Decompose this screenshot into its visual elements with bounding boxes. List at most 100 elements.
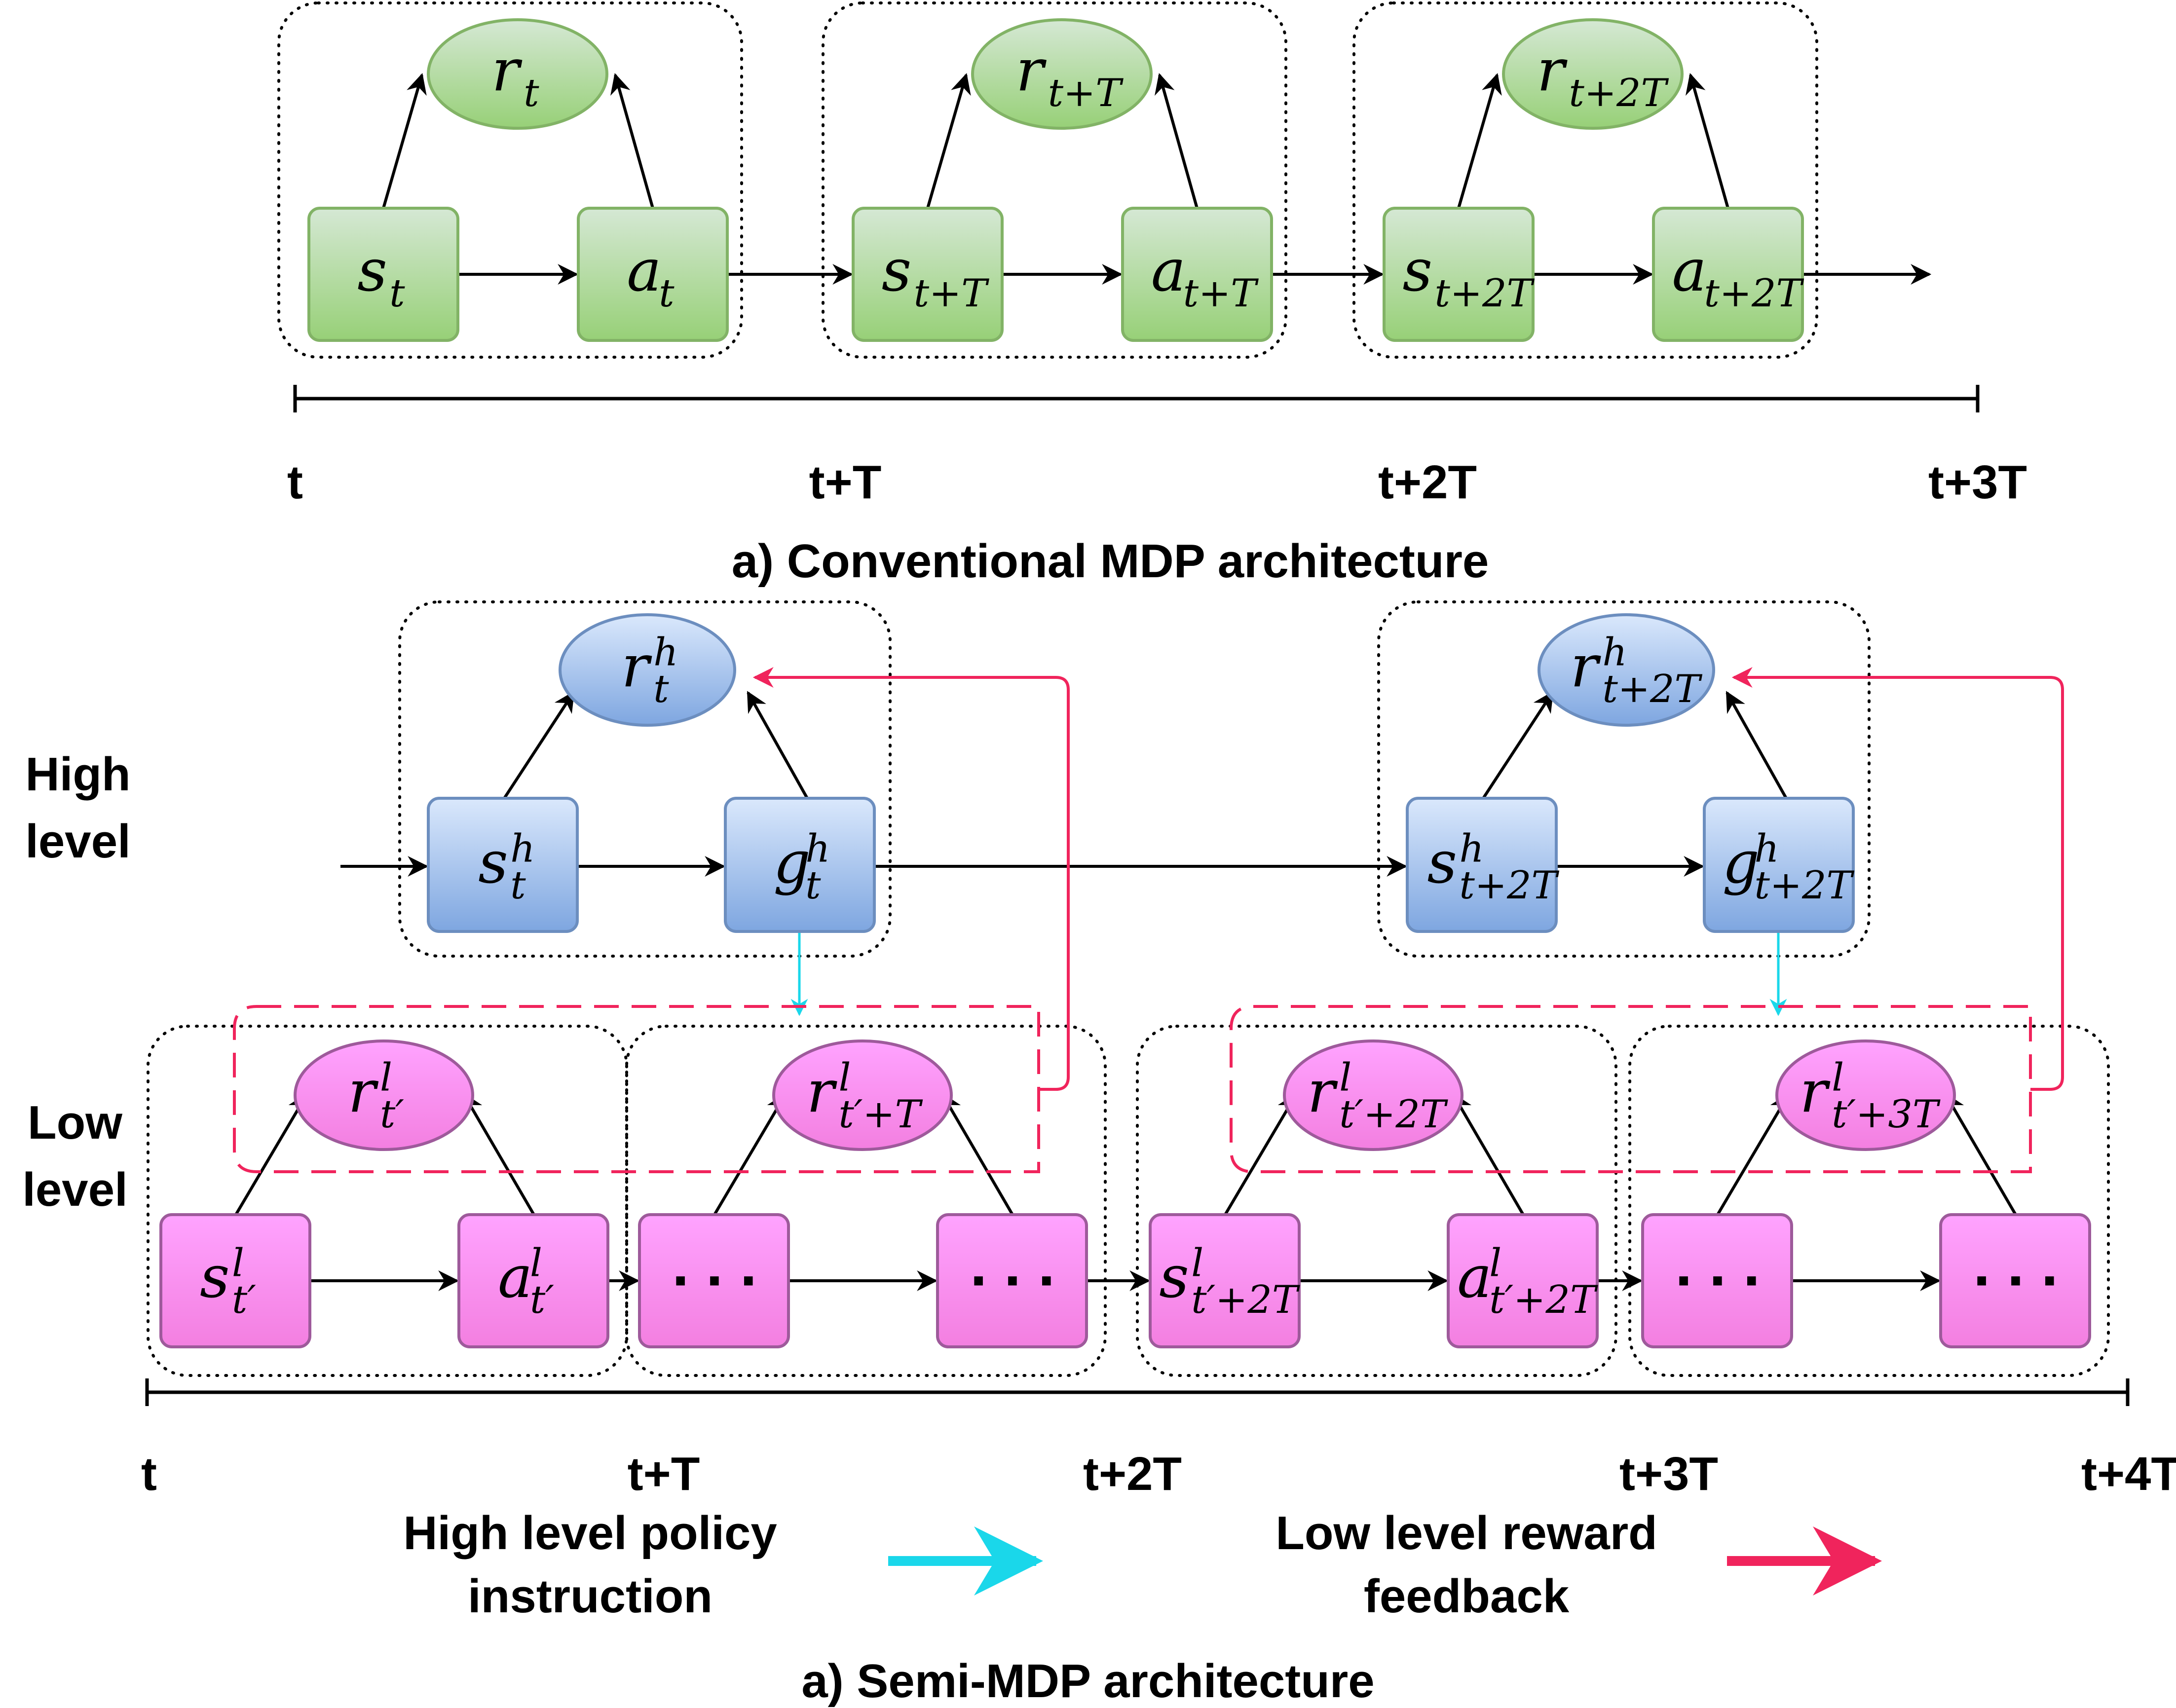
math-label: . . . [970,1230,1055,1299]
math-label: alt′ [498,1241,554,1322]
subscript: t+T [914,271,990,316]
math-label: . . . [1675,1230,1760,1299]
base-symbol: s [882,236,912,304]
goal-to-reward-edge [1726,691,1788,799]
subscript: t′+2T [1191,1278,1300,1322]
subscript: t [510,863,526,908]
superscript: l [232,1241,244,1286]
base-symbol: a [1672,236,1707,304]
timeline-tick-label: t+4T [2081,1448,2176,1500]
container-layer [147,1,2110,1377]
math-label: at [627,236,675,316]
math-label: ght+2T [1723,827,1855,908]
high-goal-node [724,797,876,933]
base-symbol: a [498,1243,532,1311]
subscript: t+2T [1754,863,1854,908]
action-to-reward-edge [1452,1092,1525,1216]
base-symbol: r [491,36,523,104]
legend-reward-label: Low level reward [1276,1507,1657,1559]
base-symbol: s [478,828,508,896]
base-symbol: r [1016,36,1047,104]
high-level-label: level [25,815,131,868]
ellipsis-label: . . . [1675,1230,1760,1299]
base-symbol: g [773,828,811,896]
superscript: h [1459,827,1484,871]
node-layer [159,18,2091,1348]
base-symbol: r [1800,1057,1831,1125]
top-caption: a) Conventional MDP architecture [732,535,1489,588]
superscript: l [838,1056,851,1100]
high-state-node [1406,797,1558,933]
state-to-reward-edge [234,1092,308,1216]
low-level-step-container [1136,1025,1617,1377]
state-to-reward-edge [1224,1092,1298,1216]
action-to-reward-edge [941,1092,1014,1216]
low-reward-node [294,1040,474,1151]
state-to-reward-edge [713,1092,787,1216]
base-symbol: r [807,1057,838,1125]
mdp-step-container [822,1,1287,359]
subscript: t+2T [1459,863,1559,908]
subscript: t+2T [1602,667,1702,711]
state-node [852,207,1004,342]
base-symbol: s [1159,1243,1189,1311]
subscript: t′ [530,1278,554,1322]
base-symbol: r [1571,632,1602,700]
base-symbol: r [1537,36,1568,104]
low-action-node [1447,1213,1599,1348]
low-reward-node [1775,1040,1956,1151]
base-symbol: a [1457,1243,1492,1311]
superscript: h [1602,631,1627,675]
action-to-reward-edge [610,73,654,209]
high-level-step-container [398,600,892,958]
timeline-tick-label: t [287,456,303,509]
base-symbol: r [348,1057,379,1125]
subscript: t+2T [1434,271,1535,316]
superscript: l [1489,1241,1501,1286]
state-to-reward-edge [382,73,427,209]
base-symbol: s [357,236,387,304]
reward-aggregation-region [233,1005,1040,1173]
math-label: alt′+2T [1457,1241,1598,1322]
ellipsis-label: . . . [970,1230,1055,1299]
mdp-step-container [277,1,743,359]
bottom-caption: a) Semi-MDP architecture [801,1655,1374,1708]
low-action-node [1939,1213,2091,1348]
subscript: t [524,71,539,115]
state-to-reward-edge [1457,73,1502,209]
action-to-reward-edge [1944,1092,2017,1216]
subscript: t+2T [1569,71,1669,115]
low-level-label: level [22,1163,128,1216]
low-reward-node [1283,1040,1463,1151]
low-level-step-container [625,1025,1107,1377]
base-symbol: a [627,236,661,304]
subscript: t [659,271,675,316]
high-level-label: High [25,748,130,801]
superscript: h [653,631,678,675]
low-state-node [1149,1213,1301,1348]
goal-to-reward-edge [747,691,809,799]
subscript: t+T [1183,271,1259,316]
high-reward-node [559,613,736,727]
ellipsis-label: . . . [672,1230,757,1299]
low-action-node [457,1213,609,1348]
state-to-reward-edge [1716,1092,1790,1216]
base-symbol: s [200,1243,230,1311]
base-symbol: g [1723,828,1760,896]
action-to-reward-edge [1686,73,1729,209]
timeline-tick-label: t+T [809,456,882,509]
superscript: h [805,827,830,871]
state-to-reward-edge [926,73,971,209]
reward-node [971,18,1153,130]
state-to-reward-edge [503,691,575,799]
low-level-label: Low [28,1096,122,1149]
